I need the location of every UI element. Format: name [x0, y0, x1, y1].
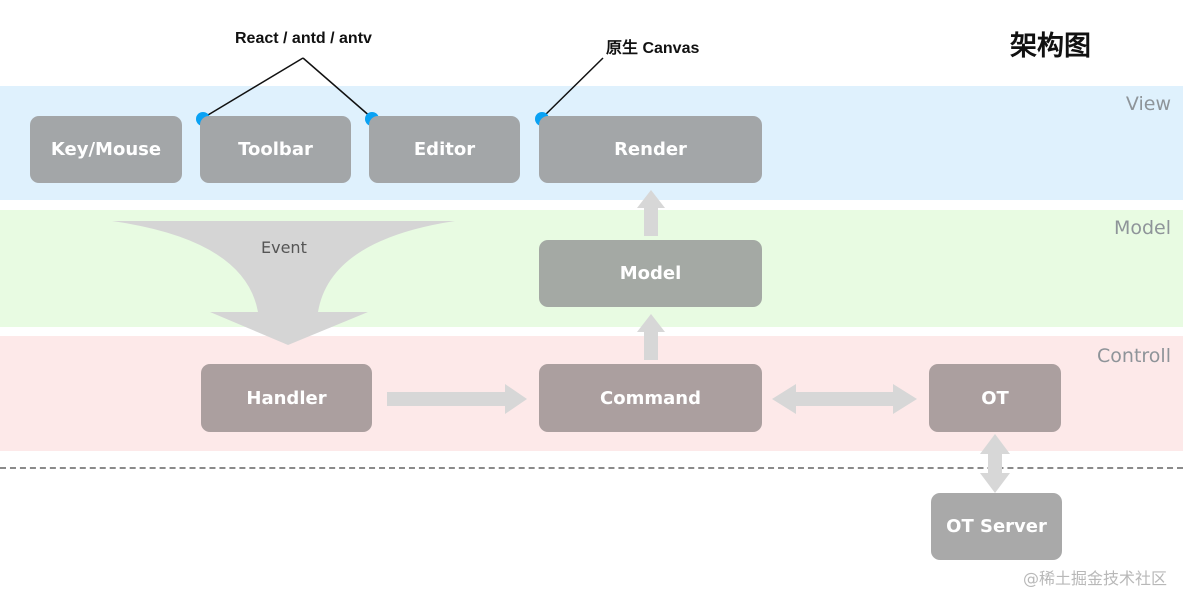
- toolbar-box: Toolbar: [200, 116, 351, 183]
- diagram-title: 架构图: [1010, 31, 1091, 62]
- command-ot-double-arrow: [772, 384, 917, 414]
- native-canvas-annotation: 原生 Canvas: [606, 40, 700, 57]
- handler-box: Handler: [201, 364, 372, 432]
- model-to-render-arrow: [637, 190, 665, 236]
- handler-to-command-arrow: [387, 384, 527, 414]
- view-layer-label: View: [1125, 93, 1171, 115]
- watermark-text: @稀土掘金技术社区: [1022, 569, 1167, 588]
- model-layer-label: Model: [1113, 217, 1171, 239]
- react-stack-annotation: React / antd / antv: [235, 30, 372, 47]
- command-box: Command: [539, 364, 762, 432]
- annotation-line-render: [541, 57, 604, 119]
- render-box: Render: [539, 116, 762, 183]
- ot-box: OT: [929, 364, 1061, 432]
- command-to-model-arrow: [637, 314, 665, 360]
- ot-server-double-arrow: [980, 434, 1010, 493]
- editor-box: Editor: [369, 116, 520, 183]
- annotation-line-toolbar: [202, 57, 304, 119]
- key-mouse-box: Key/Mouse: [30, 116, 182, 183]
- client-server-divider: [0, 467, 1183, 469]
- event-label: Event: [261, 238, 307, 257]
- ot-server-box: OT Server: [931, 493, 1062, 560]
- annotation-line-editor: [302, 57, 373, 119]
- controll-layer-label: Controll: [1097, 345, 1171, 367]
- model-box: Model: [539, 240, 762, 307]
- event-funnel-arrow: [112, 221, 455, 345]
